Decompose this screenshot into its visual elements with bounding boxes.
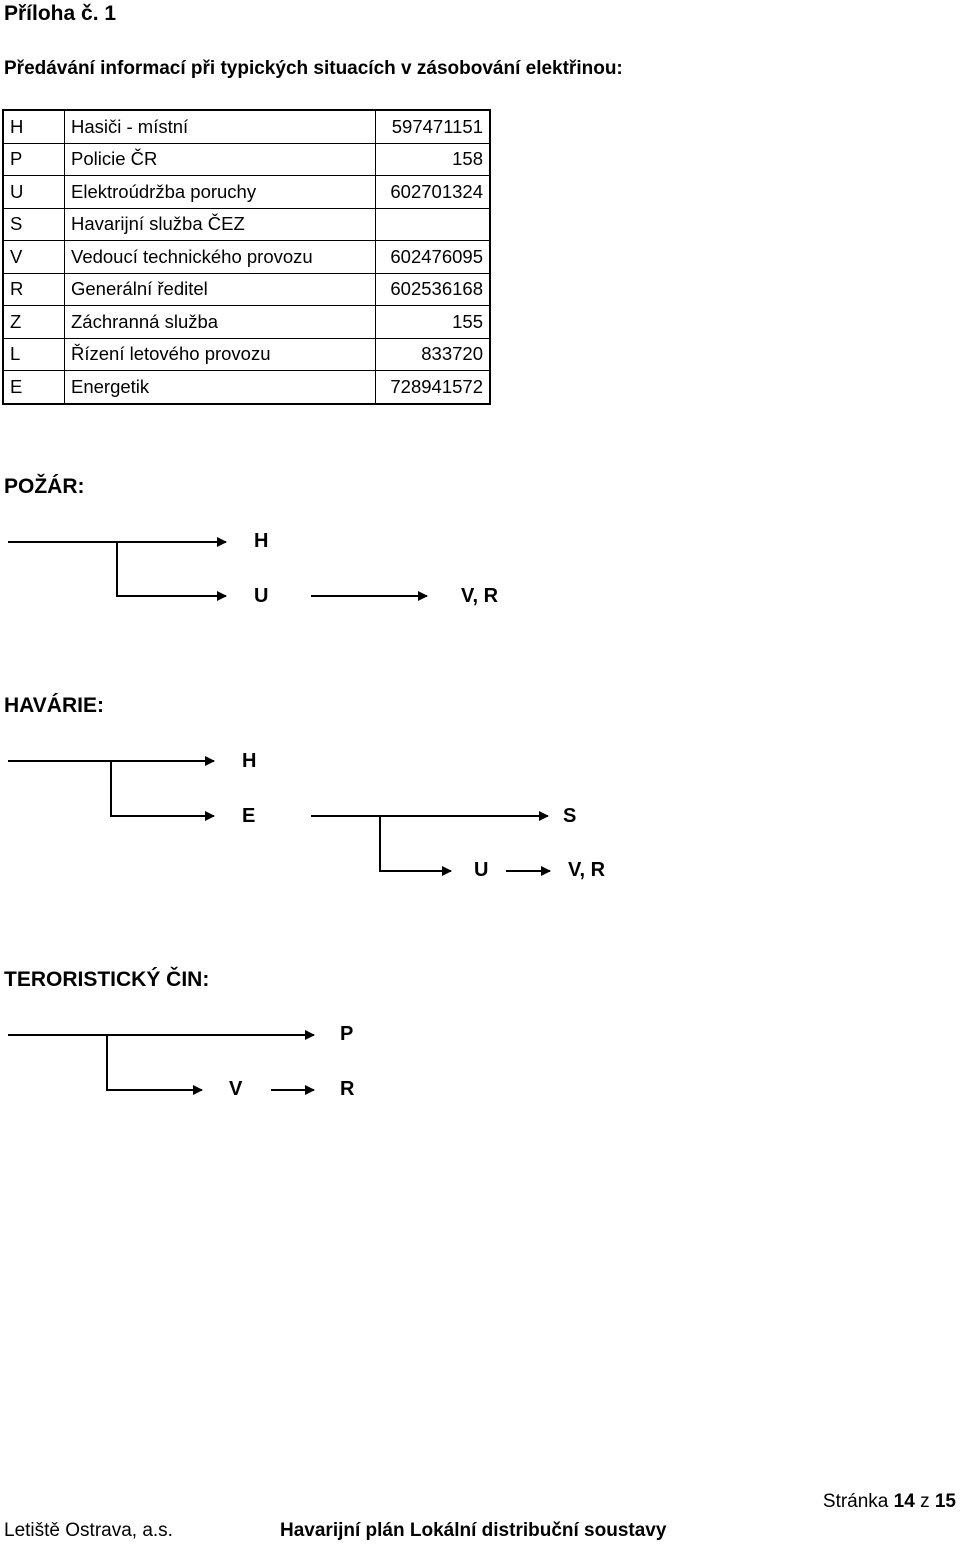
- contact-code: Z: [3, 305, 65, 339]
- footer-company: Letiště Ostrava, a.s.: [4, 1520, 173, 1541]
- contact-name: Generální ředitel: [64, 273, 376, 306]
- contact-phone: 597471151: [375, 110, 490, 144]
- footer-document-title: Havarijní plán Lokální distribuční soust…: [280, 1520, 667, 1541]
- page-title: Příloha č. 1: [4, 2, 117, 25]
- page-number-total: 15: [934, 1491, 956, 1512]
- page-number-current: 14: [893, 1491, 915, 1512]
- fire-arrow-to-u: [116, 542, 227, 601]
- contact-phone: [375, 208, 490, 241]
- fire-heading: POŽÁR:: [4, 475, 85, 498]
- contact-code: S: [3, 208, 65, 241]
- accident-node-h: H: [242, 750, 257, 772]
- fire-node-u: U: [254, 585, 269, 607]
- contact-name: Havarijní služba ČEZ: [64, 208, 376, 241]
- contact-name: Záchranná služba: [64, 305, 376, 339]
- accident-arrow-to-u: [379, 816, 452, 876]
- accident-heading: HAVÁRIE:: [4, 694, 104, 717]
- contact-code: U: [3, 175, 65, 209]
- terror-arrow-to-v: [106, 1035, 203, 1095]
- page-number-prefix: Stránka: [822, 1491, 889, 1512]
- accident-node-u: U: [474, 859, 489, 881]
- contact-name: Hasiči - místní: [64, 110, 376, 144]
- page-number-separator: z: [920, 1491, 930, 1512]
- page-number: Stránka 14 z 15: [823, 1491, 956, 1513]
- contact-code: L: [3, 338, 65, 371]
- fire-node-h: H: [254, 530, 269, 552]
- contact-name: Vedoucí technického provozu: [64, 240, 376, 274]
- terror-node-v: V: [229, 1078, 243, 1100]
- contact-phone: 158: [375, 143, 490, 176]
- accident-node-s: S: [563, 805, 577, 827]
- accident-arrow-to-e: [110, 761, 215, 821]
- contact-phone: 155: [375, 305, 490, 339]
- contact-code: H: [3, 110, 65, 144]
- contact-code: E: [3, 370, 65, 404]
- accident-node-e: E: [242, 805, 256, 827]
- terror-node-r: R: [340, 1078, 355, 1100]
- terror-node-p: P: [340, 1023, 354, 1045]
- terror-heading: TERORISTICKÝ ČIN:: [4, 968, 210, 991]
- contact-phone: 602476095: [375, 240, 490, 274]
- contact-phone: 602701324: [375, 175, 490, 209]
- accident-node-vr: V, R: [568, 859, 606, 881]
- contact-name: Elektroúdržba poruchy: [64, 175, 376, 209]
- contact-code: P: [3, 143, 65, 176]
- contact-phone: 833720: [375, 338, 490, 371]
- contact-name: Policie ČR: [64, 143, 376, 176]
- contact-name: Energetik: [64, 370, 376, 404]
- contact-phone: 728941572: [390, 375, 483, 397]
- fire-node-vr: V, R: [461, 585, 499, 607]
- contact-code: R: [3, 273, 65, 306]
- page-subtitle: Předávání informací při typických situac…: [4, 58, 623, 79]
- contact-phone: 602536168: [375, 273, 490, 306]
- contact-code: V: [3, 240, 65, 274]
- contact-name: Řízení letového provozu: [64, 338, 376, 371]
